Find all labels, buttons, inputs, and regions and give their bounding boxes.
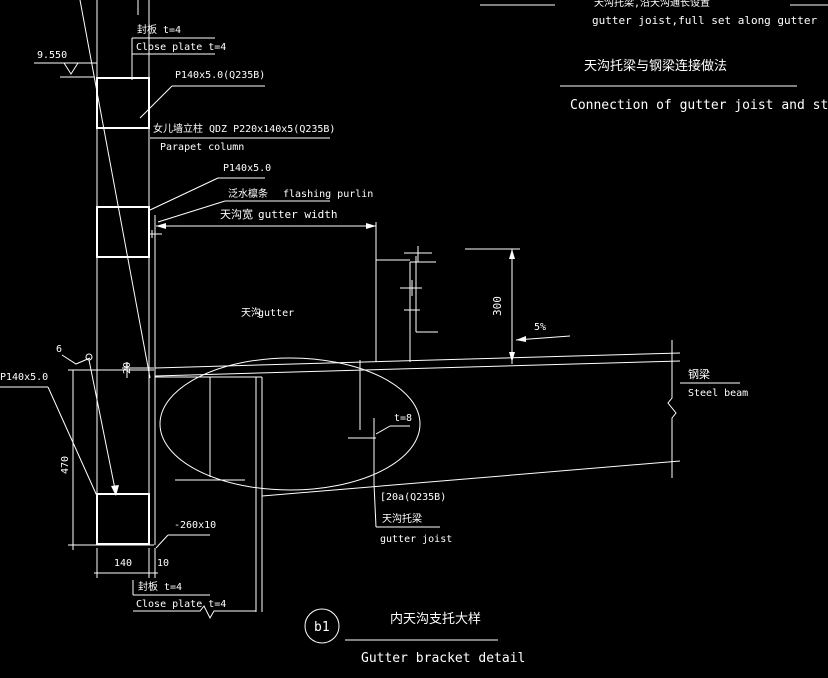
depth-arrow-bottom — [509, 352, 515, 362]
gutter: 天沟 gutter — [241, 246, 438, 362]
weld-label: 6 — [56, 344, 62, 355]
purlin-cn-label: 泛水檩条 — [228, 187, 268, 200]
tube-mid-leader — [149, 177, 219, 211]
gutter-bolt-mid — [400, 280, 422, 311]
dim-10-label: 10 — [157, 558, 169, 569]
weld-arrow — [111, 485, 119, 496]
weld-leader — [88, 359, 117, 495]
detail-title: b1 内天沟支托大样 Gutter bracket detail — [304, 608, 525, 666]
slope-label: 5% — [534, 322, 546, 333]
detail-title-cn: 内天沟支托大样 — [390, 611, 481, 627]
detail-title-en: Gutter bracket detail — [361, 651, 525, 666]
beam-break-line — [667, 340, 677, 478]
depth-arrow-top — [509, 249, 515, 259]
parapet-en-label: Parapet column — [160, 142, 244, 153]
dim-140-label: 140 — [114, 558, 132, 569]
plate-en-bot: Close plate t=4 — [136, 599, 226, 610]
width-en-label: gutter width — [258, 208, 337, 221]
column-diagonal — [79, 0, 151, 379]
beam-top-flange — [154, 352, 681, 369]
lower-annotations: -260x10 [20a(Q235B) 天沟托梁 gutter joist 封板… — [132, 483, 452, 620]
slope-arrow — [516, 336, 526, 342]
purlin-leader — [157, 200, 226, 223]
top-note-en: gutter joist,full set along gutter — [592, 14, 818, 27]
parapet-cn-label: 女儿墙立柱 QDZ P220x140x5(Q235B) — [153, 122, 335, 135]
tube-left-label: P140x5.0 — [0, 372, 48, 383]
dim-470-label: 470 — [60, 456, 71, 474]
joist-leader — [373, 483, 377, 528]
bracket: t=8 — [155, 357, 421, 612]
depth-dim: 300 5% — [465, 248, 571, 364]
tube-upper-leader — [139, 85, 173, 119]
purlin-en-label: flashing purlin — [283, 189, 373, 200]
gutter-cn-label: 天沟 — [241, 306, 261, 319]
gutter-bolt-top — [404, 246, 436, 263]
plate-en-top: Close plate t=4 — [136, 42, 226, 53]
dim-20-label: 20 — [122, 362, 133, 374]
weld-symbol — [61, 354, 91, 365]
gutter-width-dim: 天沟宽 gutter width — [148, 207, 377, 362]
gutter-en-label: gutter — [258, 308, 294, 319]
joist-cn-label: 天沟托梁 — [382, 512, 422, 525]
beam-bottom-flange — [261, 460, 681, 497]
tube-mid-section — [96, 206, 150, 258]
elevation-label: 9.550 — [37, 50, 67, 61]
tube-lower-section — [96, 493, 150, 545]
stiffener-label: t=8 — [394, 413, 412, 424]
tube-upper-label: P140x5.0(Q235B) — [175, 70, 265, 81]
tube-mid-label: P140x5.0 — [223, 163, 271, 174]
beam-top-flange-inner — [154, 360, 681, 377]
purlin-bolt-symbol — [148, 230, 162, 238]
top-note-cn: 天沟托梁,沿天沟通长设置 — [594, 0, 710, 9]
stiffener-leader — [375, 425, 391, 435]
detail-ellipse — [159, 357, 421, 491]
elevation-symbol — [63, 62, 79, 75]
title-block: 天沟托梁,沿天沟通长设置 gutter joist,full set along… — [480, 0, 828, 113]
beam-en-label: Steel beam — [688, 388, 748, 399]
plate-leader-bot-2 — [133, 605, 256, 620]
joist-en-label: gutter joist — [380, 534, 452, 545]
parapet-column — [79, 0, 156, 545]
tube-upper-section — [96, 77, 150, 129]
plate-260-label: -260x10 — [174, 520, 216, 531]
plate-cn-bot: 封板 t=4 — [138, 580, 182, 593]
steel-beam: 钢梁 Steel beam — [154, 340, 748, 497]
weld-circle — [85, 353, 93, 361]
width-arrow-left — [156, 223, 166, 229]
plate-cn-top: 封板 t=4 — [137, 23, 181, 36]
title-en: Connection of gutter joist and steel bea… — [570, 98, 828, 113]
beam-cn-label: 钢梁 — [688, 367, 710, 381]
detail-tag: b1 — [314, 620, 330, 635]
width-cn-label: 天沟宽 — [220, 207, 253, 221]
left-annotations: P140x5.0 6 470 20 140 10 — [0, 344, 169, 578]
joist-section-label: [20a(Q235B) — [380, 492, 446, 503]
detail-tag-circle — [304, 608, 340, 644]
depth-label: 300 — [491, 296, 504, 316]
title-cn: 天沟托梁与钢梁连接做法 — [584, 58, 727, 74]
plate-260-leader — [155, 534, 169, 549]
width-arrow-right — [366, 223, 376, 229]
top-left-annotations: 封板 t=4 Close plate t=4 9.550 P140x5.0(Q2… — [34, 23, 373, 223]
